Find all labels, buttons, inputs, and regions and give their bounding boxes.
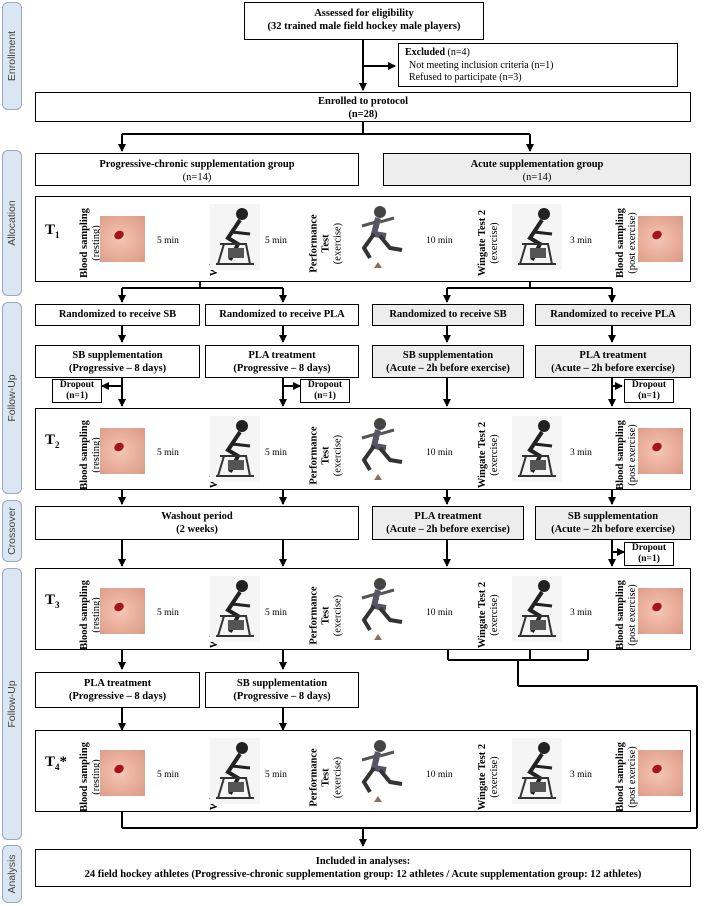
interval-5min: 5 min: [265, 770, 287, 780]
wingate2-label-t1: Wingate Test 2(exercise): [477, 209, 501, 277]
cycle-ergometer-icon: [210, 576, 260, 642]
interval-5min: 5 min: [265, 608, 287, 618]
interval-3min: 3 min: [570, 770, 592, 780]
cycle-ergometer-icon: [512, 204, 562, 270]
sprinter-icon: [361, 206, 403, 268]
blood-drop-icon: [638, 428, 683, 474]
interval-5min: 5 min: [157, 770, 179, 780]
interval-10min: 10 min: [426, 608, 453, 618]
crossover-sb-acute-box: SB supplementation(Acute – 2h before exe…: [535, 506, 691, 540]
randomized-sb-acute: Randomized to receive SB: [372, 304, 524, 326]
phase-crossover: Crossover: [2, 500, 22, 562]
interval-3min: 3 min: [570, 236, 592, 246]
cycle-ergometer-icon: [210, 416, 260, 482]
eligibility-box: Assessed for eligibility (32 trained mal…: [244, 2, 484, 40]
cycle-ergometer-icon: [210, 204, 260, 270]
blood-drop-icon: [100, 750, 145, 796]
cycle-ergometer-icon: [210, 738, 260, 804]
wingate2-label-t3: Wingate Test 2(exercise): [477, 581, 501, 649]
wingate2-label-t2: Wingate Test 2(exercise): [477, 421, 501, 489]
sb-acute-box: SB supplementation(Acute – 2h before exe…: [372, 345, 524, 378]
acute-group-box: Acute supplementation group (n=14): [383, 153, 691, 186]
timepoint-t2: T2: [45, 432, 60, 450]
phase-allocation: Allocation: [2, 150, 22, 296]
interval-5min: 5 min: [265, 448, 287, 458]
pla-acute-box: PLA treatment(Acute – 2h before exercise…: [535, 345, 691, 378]
interval-5min: 5 min: [157, 236, 179, 246]
interval-5min: 5 min: [157, 608, 179, 618]
randomized-pla-acute: Randomized to receive PLA: [535, 304, 691, 326]
timepoint-t3: T3: [45, 592, 60, 610]
sprinter-icon: [361, 578, 403, 640]
crossover-pla-acute-box: PLA treatment(Acute – 2h before exercise…: [372, 506, 524, 540]
blood-drop-icon: [638, 588, 683, 634]
interval-5min: 5 min: [157, 448, 179, 458]
interval-3min: 3 min: [570, 608, 592, 618]
sprinter-icon: [361, 740, 403, 802]
interval-10min: 10 min: [426, 770, 453, 780]
blood-drop-icon: [100, 588, 145, 634]
randomized-sb-chronic: Randomized to receive SB: [35, 304, 200, 326]
interval-10min: 10 min: [426, 236, 453, 246]
phase-enrollment: Enrollment: [2, 2, 22, 110]
cycle-ergometer-icon: [512, 416, 562, 482]
analysis-box: Included in analyses:24 field hockey ath…: [35, 849, 691, 887]
timepoint-t1: T1: [45, 222, 60, 240]
cycle-ergometer-icon: [512, 738, 562, 804]
pla-progressive-box: PLA treatment(Progressive – 8 days): [205, 345, 359, 378]
dropout-box-sb-chronic: Dropout(n=1): [52, 379, 102, 403]
chronic-group-box: Progressive-chronic supplementation grou…: [35, 153, 359, 186]
enrolled-box: Enrolled to protocol (n=28): [35, 92, 691, 122]
dropout-box-crossover: Dropout(n=1): [624, 542, 674, 566]
sprinter-icon: [361, 418, 403, 480]
cycle-ergometer-icon: [512, 576, 562, 642]
phase-follow-up-1: Follow-Up: [2, 302, 22, 494]
blood-drop-icon: [638, 750, 683, 796]
interval-10min: 10 min: [426, 448, 453, 458]
phase-follow-up-2: Follow-Up: [2, 568, 22, 840]
dropout-box-pla-chronic: Dropout(n=1): [300, 379, 350, 403]
blood-drop-icon: [100, 428, 145, 474]
interval-5min: 5 min: [265, 236, 287, 246]
blood-drop-icon: [638, 216, 683, 262]
sb-progressive-t3-box: SB supplementation(Progressive – 8 days): [205, 672, 359, 708]
wingate2-label-t4: Wingate Test 2(exercise): [477, 743, 501, 811]
pla-progressive-t3-box: PLA treatment(Progressive – 8 days): [35, 672, 200, 708]
sb-progressive-box: SB supplementation(Progressive – 8 days): [35, 345, 200, 378]
excluded-box: Excluded (n=4) Not meeting inclusion cri…: [398, 43, 678, 87]
interval-3min: 3 min: [570, 448, 592, 458]
dropout-box-pla-acute: Dropout(n=1): [624, 379, 674, 403]
blood-drop-icon: [100, 216, 145, 262]
phase-analysis: Analysis: [2, 845, 22, 903]
washout-box: Washout period(2 weeks): [35, 506, 359, 540]
timepoint-t4: T4*: [45, 754, 68, 772]
randomized-pla-chronic: Randomized to receive PLA: [205, 304, 359, 326]
